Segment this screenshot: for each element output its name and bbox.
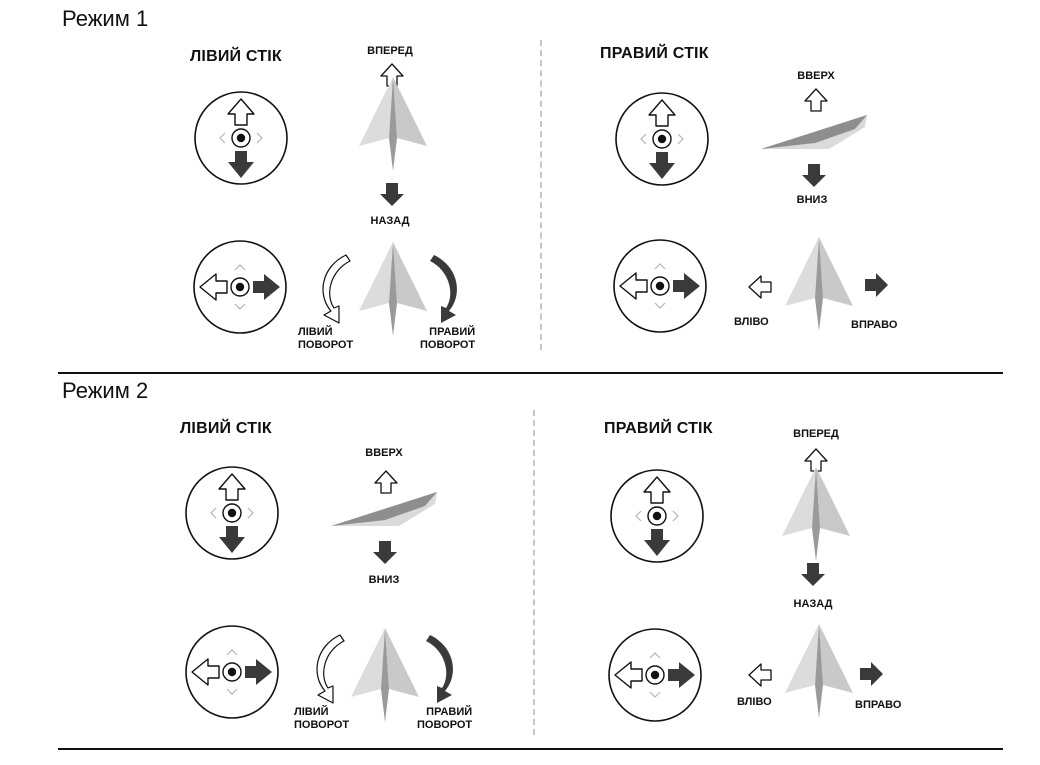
mode-1-turn-right-arrow-icon bbox=[430, 255, 457, 323]
mode-2-left-stick-vertical-icon bbox=[185, 466, 279, 560]
mode-2-title: Режим 2 bbox=[62, 378, 149, 403]
mode-1-plane-roll-icon bbox=[785, 237, 853, 331]
mode-1-right-turn-label: ПРАВИЙ ПОВОРОТ bbox=[420, 326, 476, 351]
mode-1-title: Режим 1 bbox=[62, 6, 149, 31]
mode-2-right-turn-label: ПРАВИЙ ПОВОРОТ bbox=[417, 706, 473, 731]
mode-2-right-stick-horizontal-icon bbox=[608, 628, 702, 722]
mode-1-plane-yaw-icon bbox=[359, 242, 427, 336]
mode-2-turn-left-arrow-icon bbox=[316, 634, 345, 704]
mode-2-back-arrow-icon bbox=[801, 563, 825, 586]
mode-1-left-turn-label: ЛІВИЙ ПОВОРОТ bbox=[298, 326, 354, 351]
mode-2-right-label: ВПРАВО bbox=[855, 699, 902, 711]
mode-2-plane-side-icon bbox=[331, 492, 437, 526]
mode-1-left-stick-vertical-icon bbox=[194, 91, 288, 185]
mode-2-down-label: ВНИЗ bbox=[368, 574, 400, 586]
mode-2-bottom-rule bbox=[58, 748, 1003, 750]
mode-1-plane-top-icon bbox=[359, 77, 427, 171]
mode-1-up-arrow-icon bbox=[804, 88, 828, 112]
mode-2-plane-top-icon bbox=[782, 467, 850, 561]
mode-1-up-label: ВВЕРХ bbox=[797, 70, 835, 82]
mode-2-up-arrow-icon bbox=[374, 470, 398, 494]
mode-1-turn-left-arrow-icon bbox=[322, 254, 351, 324]
mode-1-left-label: ВЛІВО bbox=[734, 316, 769, 328]
mode-2-right-stick-title: ПРАВИЙ СТІК bbox=[604, 420, 713, 437]
mode-1-left-arrow-icon bbox=[748, 275, 772, 299]
mode-2-turn-right-arrow-icon bbox=[426, 635, 453, 703]
mode-2-plane-roll-icon bbox=[785, 624, 853, 718]
mode-1-right-stick-vertical-icon bbox=[615, 92, 709, 186]
mode-1-back-arrow-icon bbox=[380, 183, 404, 206]
mode-2-left-stick-title: ЛІВИЙ СТІК bbox=[180, 420, 272, 437]
mode-1-right-arrow-icon bbox=[865, 273, 888, 297]
mode-2-down-arrow-icon bbox=[373, 541, 397, 564]
mode-1-left-stick-title: ЛІВИЙ СТІК bbox=[190, 48, 282, 65]
mode-2-right-stick-vertical-icon bbox=[610, 469, 704, 563]
mode-2-left-stick-horizontal-icon bbox=[185, 625, 279, 719]
mode-1-left-stick-horizontal-icon bbox=[193, 240, 287, 334]
mode-1-divider bbox=[540, 40, 542, 350]
mode-2-plane-yaw-icon bbox=[351, 628, 419, 722]
mode-2-up-label: ВВЕРХ bbox=[365, 447, 403, 459]
mode-2-left-turn-label: ЛІВИЙ ПОВОРОТ bbox=[294, 706, 350, 731]
mode-1-forward-label: ВПЕРЕД bbox=[367, 45, 413, 57]
mode-1-right-stick-title: ПРАВИЙ СТІК bbox=[600, 45, 709, 62]
mode-2-divider bbox=[533, 410, 535, 735]
mode-1-down-label: ВНИЗ bbox=[796, 194, 828, 206]
mode-1-down-arrow-icon bbox=[802, 164, 826, 187]
mode-1-back-label: НАЗАД bbox=[370, 215, 410, 227]
mode-2-back-label: НАЗАД bbox=[793, 598, 833, 610]
mode-2-right-arrow-icon bbox=[860, 662, 883, 686]
mode-1-right-label: ВПРАВО bbox=[851, 319, 898, 331]
mode-1-right-stick-horizontal-icon bbox=[613, 239, 707, 333]
mode-2-left-label: ВЛІВО bbox=[737, 696, 772, 708]
mode-1-plane-side-icon bbox=[761, 115, 867, 149]
mode-1-bottom-rule bbox=[58, 372, 1003, 374]
mode-2-forward-label: ВПЕРЕД bbox=[793, 428, 839, 440]
mode-2-left-arrow-icon bbox=[748, 663, 772, 687]
